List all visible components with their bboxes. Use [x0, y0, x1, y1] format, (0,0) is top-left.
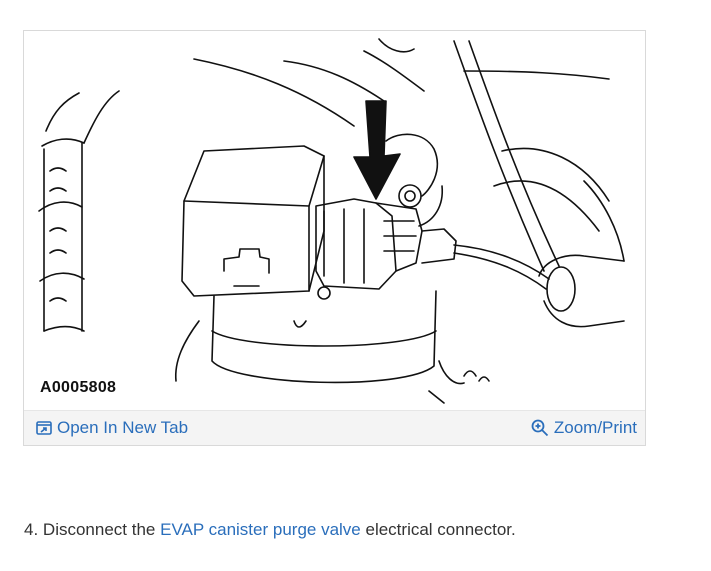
zoom-magnifier-icon	[531, 419, 548, 437]
zoom-print-link[interactable]: Zoom/Print	[531, 418, 637, 438]
evap-purge-valve-link[interactable]: EVAP canister purge valve	[160, 520, 361, 539]
step-text-after: electrical connector.	[365, 520, 516, 539]
figure-id-label: A0005808	[40, 379, 117, 396]
purge-valve-diagram	[38, 38, 625, 404]
figure-panel: A0005808 Open In New Tab Zoom/Print	[23, 30, 646, 446]
step-instruction: 4. Disconnect the EVAP canister purge va…	[24, 520, 516, 540]
open-in-new-tab-label: Open In New Tab	[57, 418, 189, 437]
step-number: 4.	[24, 520, 39, 539]
open-in-new-tab-link[interactable]: Open In New Tab	[36, 418, 188, 438]
figure-toolbar: Open In New Tab Zoom/Print	[24, 410, 645, 445]
step-text-before: Disconnect the	[42, 520, 156, 539]
open-in-new-tab-icon	[36, 421, 52, 435]
zoom-print-label: Zoom/Print	[553, 418, 637, 437]
